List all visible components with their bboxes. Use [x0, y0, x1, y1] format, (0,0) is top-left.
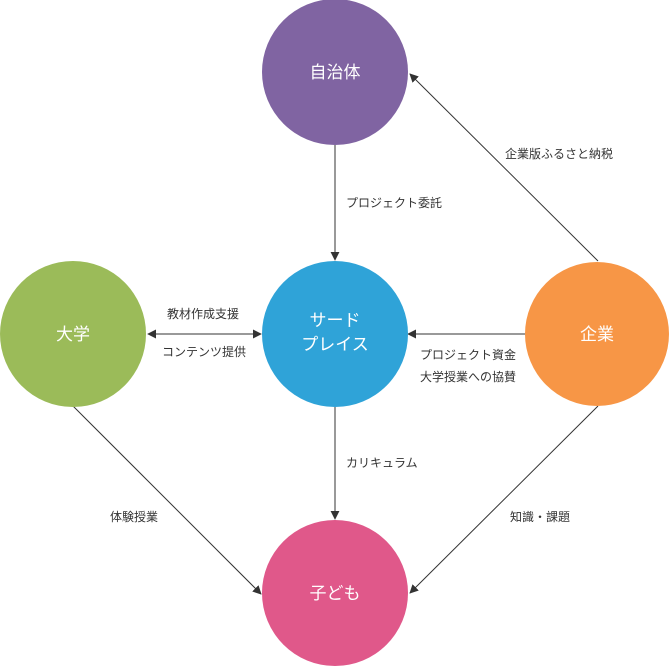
edge-label-daigaku-kyosan: 大学授業への協賛 [420, 369, 516, 384]
node-jichitai-label: 自治体 [310, 63, 361, 83]
node-daigaku-label: 大学 [56, 325, 90, 345]
node-kodomo-circle [262, 520, 408, 666]
node-kodomo-label: 子ども [310, 584, 361, 604]
edge-label-contents-teikyo: コンテンツ提供 [162, 344, 246, 359]
edge-label-project-itaku: プロジェクト委託 [346, 195, 442, 210]
node-jichitai: 自治体 [262, 0, 408, 145]
node-daigaku-circle [0, 261, 146, 407]
node-jichitai-circle [262, 0, 408, 145]
node-third-place: サード プレイス [262, 261, 408, 407]
edge-kigyo-to-kodomo [409, 405, 599, 594]
node-kigyo: 企業 [525, 262, 669, 406]
edge-daigaku-to-kodomo [72, 405, 262, 595]
node-third-place-circle [262, 261, 408, 407]
edge-label-furusato-nozei: 企業版ふるさと納税 [505, 146, 613, 161]
node-daigaku: 大学 [0, 261, 146, 407]
edge-label-taiken-jugyo: 体験授業 [110, 509, 158, 524]
edge-kigyo-to-jichitai [409, 73, 599, 262]
node-kodomo: 子ども [262, 520, 408, 666]
node-kigyo-circle [525, 262, 669, 406]
edge-label-curriculum: カリキュラム [346, 456, 418, 470]
node-kigyo-label: 企業 [580, 325, 614, 345]
edge-label-chishiki-kadai: 知識・課題 [510, 509, 570, 524]
node-third-place-label-line1: サード [310, 311, 361, 331]
node-third-place-label-line2: プレイス [301, 335, 369, 355]
edge-label-kyozai-sakusei: 教材作成支援 [167, 306, 239, 321]
edge-label-project-shikin: プロジェクト資金 [420, 347, 516, 362]
